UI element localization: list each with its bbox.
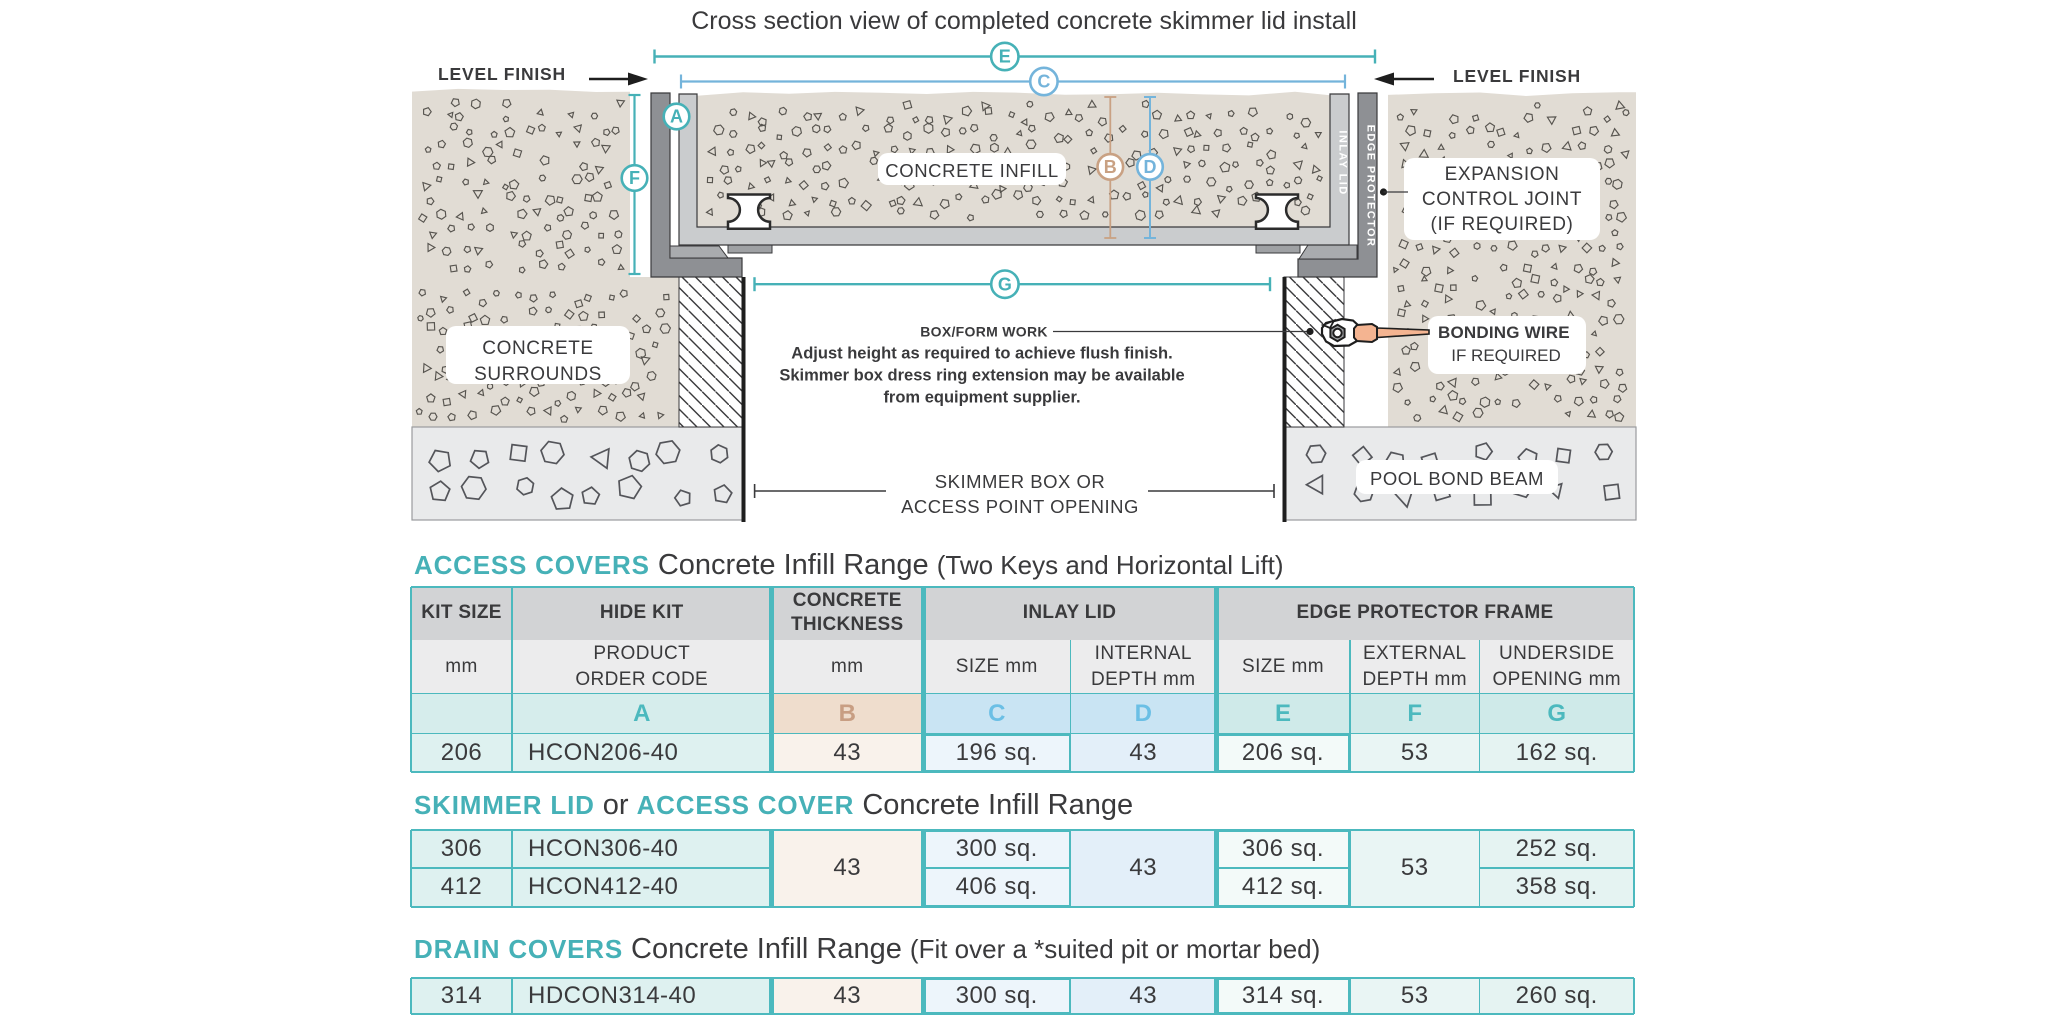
svg-text:Skimmer box dress ring extensi: Skimmer box dress ring extension may be … [779, 367, 1184, 385]
svg-text:from equipment supplier.: from equipment supplier. [883, 389, 1080, 407]
svg-text:Adjust height as required to a: Adjust height as required to achieve flu… [791, 345, 1172, 363]
svg-text:BOX/FORM WORK: BOX/FORM WORK [920, 324, 1048, 340]
svg-text:CONCRETE: CONCRETE [482, 338, 593, 359]
svg-text:CONTROL JOINT: CONTROL JOINT [1422, 189, 1582, 210]
svg-text:EDGE PROTECTOR: EDGE PROTECTOR [1365, 125, 1377, 248]
svg-text:POOL BOND BEAM: POOL BOND BEAM [1370, 468, 1544, 489]
svg-text:A: A [670, 107, 683, 127]
svg-text:G: G [998, 274, 1012, 294]
svg-text:(IF REQUIRED): (IF REQUIRED) [1431, 214, 1574, 235]
svg-text:LEVEL FINISH: LEVEL FINISH [1453, 66, 1581, 86]
svg-text:Cross section view of complete: Cross section view of completed concrete… [691, 7, 1357, 35]
svg-text:D: D [1144, 157, 1157, 177]
svg-text:C: C [1037, 72, 1050, 92]
svg-text:EXPANSION: EXPANSION [1445, 164, 1560, 185]
svg-text:IF REQUIRED: IF REQUIRED [1451, 346, 1561, 365]
svg-text:LEVEL FINISH: LEVEL FINISH [438, 64, 566, 84]
svg-text:B: B [1104, 157, 1117, 177]
svg-text:SURROUNDS: SURROUNDS [474, 364, 602, 385]
svg-text:BONDING WIRE: BONDING WIRE [1438, 323, 1570, 342]
svg-text:E: E [999, 47, 1011, 67]
svg-text:CONCRETE INFILL: CONCRETE INFILL [885, 160, 1058, 181]
svg-text:ACCESS POINT OPENING: ACCESS POINT OPENING [901, 496, 1139, 517]
svg-text:INLAY LID: INLAY LID [1337, 130, 1349, 195]
svg-text:SKIMMER BOX OR: SKIMMER BOX OR [935, 471, 1105, 492]
svg-text:F: F [629, 168, 640, 188]
